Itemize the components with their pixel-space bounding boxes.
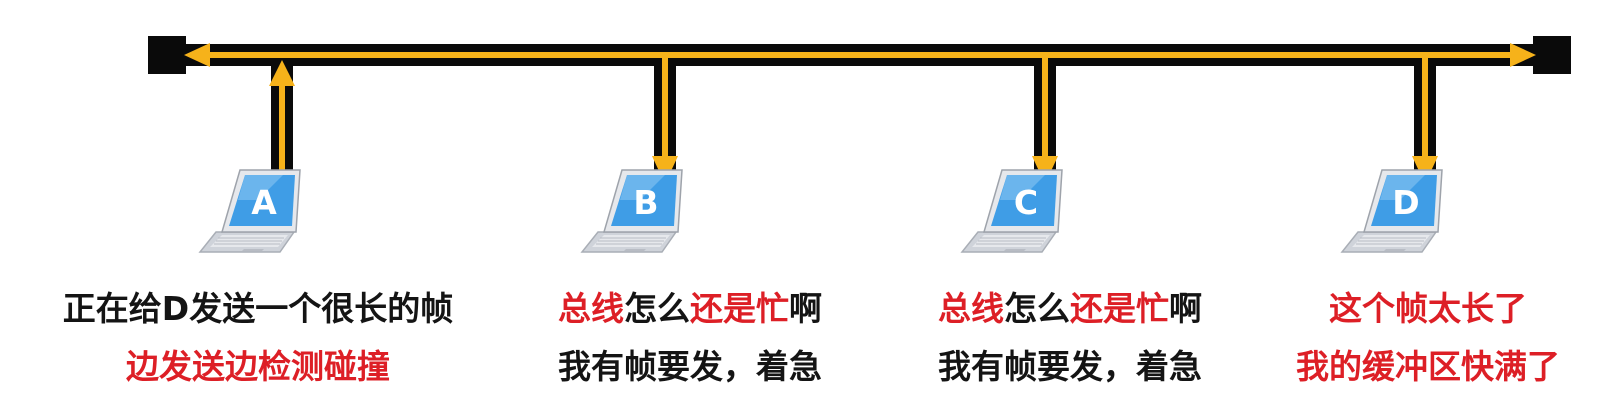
bus [148, 36, 1571, 74]
node-b-caption-line2: 我有帧要发，着急 [470, 340, 910, 388]
drop-cable-a [269, 60, 295, 182]
caption-segment: 边发送边检测碰撞 [126, 347, 390, 386]
laptop-screen-glare [238, 175, 283, 200]
caption-segment: 我有帧要发，着急 [938, 347, 1202, 386]
caption-segment: 总线 [558, 289, 624, 328]
laptop-touchpad [1004, 249, 1026, 251]
bus-left-arrowhead-icon [184, 43, 210, 67]
node-a-caption-line1: 正在给D发送一个很长的帧 [38, 282, 478, 330]
laptop-touchpad [242, 249, 264, 251]
drop-cable-c [1032, 58, 1058, 184]
drop-signal-line [662, 58, 668, 158]
laptop-screen-glare [620, 175, 665, 200]
bus-right-arrowhead-icon [1510, 43, 1536, 67]
laptop-label: A [251, 183, 277, 222]
laptop-label: D [1392, 183, 1419, 222]
laptop-touchpad [1384, 249, 1406, 251]
drop-cable-d [1412, 58, 1438, 184]
caption-segment: 还是忙 [1070, 289, 1169, 328]
node-c-caption-line1: 总线怎么还是忙啊 [850, 282, 1290, 330]
caption-segment: 总线 [938, 289, 1004, 328]
bus-signal-line [200, 52, 1520, 58]
drop-signal-line [279, 86, 285, 180]
caption-segment: 正在给D发送一个很长的帧 [62, 289, 454, 328]
node-d-caption-line1: 这个帧太长了 [1208, 282, 1620, 330]
node-d-caption-line2: 我的缓冲区快满了 [1208, 340, 1620, 388]
caption-segment: 我有帧要发，着急 [558, 347, 822, 386]
caption-segment: 我的缓冲区快满了 [1296, 347, 1560, 386]
laptop-d-icon: D [1340, 169, 1443, 253]
node-b-caption-line1: 总线怎么还是忙啊 [470, 282, 910, 330]
caption-segment: 还是忙 [690, 289, 789, 328]
drop-signal-line [1422, 58, 1428, 158]
laptop-label: B [633, 183, 658, 222]
drop-cable-b [652, 58, 678, 184]
laptop-label: C [1014, 183, 1038, 222]
laptop-touchpad [624, 249, 646, 251]
laptop-c-icon: C [960, 169, 1063, 253]
caption-segment: 怎么 [624, 289, 690, 328]
laptop-screen-glare [1380, 175, 1425, 200]
laptop-b-icon: B [580, 169, 683, 253]
laptop-a-icon: A [198, 169, 301, 253]
caption-segment: 怎么 [1004, 289, 1070, 328]
node-a-caption-line2: 边发送边检测碰撞 [38, 340, 478, 388]
caption-segment: 这个帧太长了 [1329, 289, 1527, 328]
caption-segment: 啊 [1169, 289, 1202, 328]
node-c-caption-line2: 我有帧要发，着急 [850, 340, 1290, 388]
arrow-up-icon [269, 60, 295, 86]
drop-signal-line [1042, 58, 1048, 158]
caption-segment: 啊 [789, 289, 822, 328]
laptop-screen-glare [1000, 175, 1045, 200]
